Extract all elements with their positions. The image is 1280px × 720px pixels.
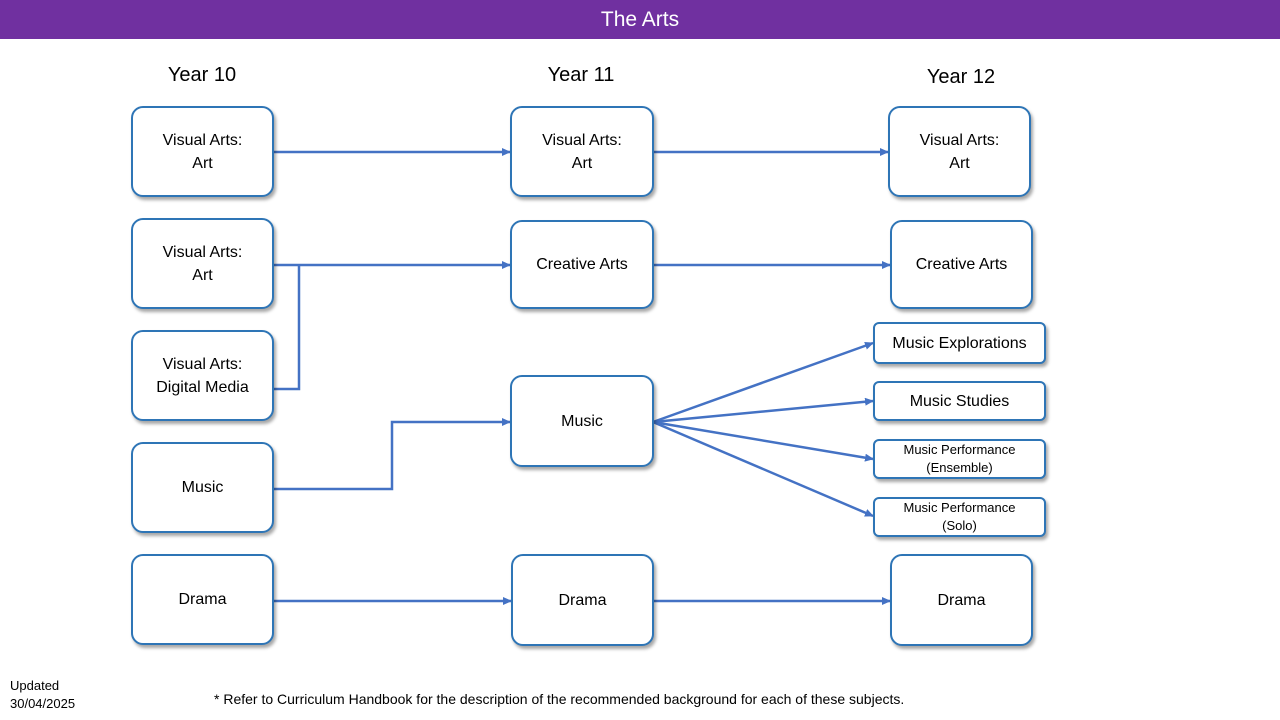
y12-music-studies-label: Music Studies [909, 392, 1010, 410]
y11-music-box: Music [510, 375, 654, 467]
y12-music-performance-ensemble-label: Music Performance (Ensemble) [903, 442, 1016, 475]
y12-visual-arts-art-box: Visual Arts: Art [888, 106, 1031, 197]
y11-visual-arts-art-box: Visual Arts: Art [510, 106, 654, 197]
y10-visual-arts-art-label: Visual Arts: Art [162, 131, 243, 172]
y11-drama-box: Drama [511, 554, 654, 646]
y12-visual-arts-art-label: Visual Arts: Art [919, 131, 1000, 172]
y10-visual-arts-art-2-box: Visual Arts: Art [131, 218, 274, 309]
y12-creative-arts-label: Creative Arts [915, 256, 1008, 273]
y12-creative-arts-box: Creative Arts [890, 220, 1033, 309]
y12-music-performance-solo-box: Music Performance (Solo) [873, 497, 1046, 537]
year-10-heading: Year 10 [167, 64, 237, 86]
y11-visual-arts-art-label: Visual Arts: Art [542, 131, 622, 172]
y10-visual-arts-art-2-label: Visual Arts: Art [162, 243, 243, 284]
y12-music-studies-box: Music Studies [873, 381, 1046, 421]
y12-music-performance-solo-label: Music Performance (Solo) [903, 500, 1016, 533]
y10-music-box: Music [131, 442, 274, 533]
y11-creative-arts-box: Creative Arts [510, 220, 654, 309]
y11-music-label: Music [561, 412, 603, 430]
year-11-heading: Year 11 [547, 64, 615, 86]
y12-music-explorations-label: Music Explorations [892, 334, 1027, 352]
arrow-music-to-solo [652, 420, 874, 518]
arrow-music-to-studies [652, 397, 874, 424]
y10-drama-label: Drama [178, 591, 227, 608]
footnote: * Refer to Curriculum Handbook for the d… [214, 691, 905, 707]
y10-visual-arts-digital-media-box: Visual Arts: Digital Media [131, 330, 274, 421]
y11-drama-label: Drama [558, 591, 607, 609]
page-title: The Arts [600, 7, 680, 31]
updated-date: Updated 30/04/2025 [10, 678, 76, 711]
connector-digital-media-to-creative-arts [273, 265, 301, 391]
y12-music-performance-ensemble-box: Music Performance (Ensemble) [873, 439, 1046, 479]
y12-music-explorations-box: Music Explorations [873, 322, 1046, 364]
y10-drama-box: Drama [131, 554, 274, 645]
year-12-heading: Year 12 [926, 66, 996, 88]
y12-drama-label: Drama [937, 591, 986, 609]
arrow-y10-music-to-y11-music [273, 418, 511, 491]
arrow-music-to-explorations [652, 341, 874, 424]
arrow-music-to-ensemble [652, 420, 874, 462]
y10-visual-arts-digital-media-label: Visual Arts: Digital Media [156, 355, 249, 396]
title-bar: The Arts [0, 0, 1280, 39]
y10-music-label: Music [181, 479, 224, 496]
y11-creative-arts-label: Creative Arts [536, 256, 628, 273]
y10-visual-arts-art-box: Visual Arts: Art [131, 106, 274, 197]
y12-drama-box: Drama [890, 554, 1033, 646]
